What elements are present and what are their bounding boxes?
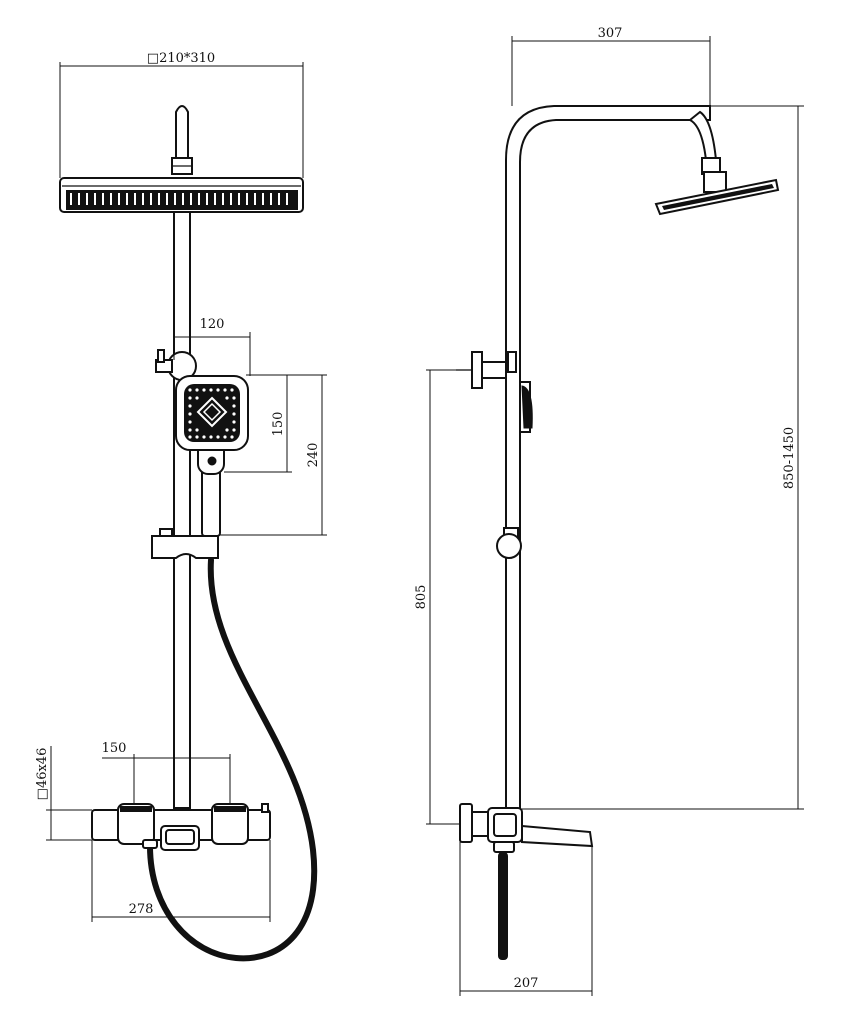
dimension-inlet-to-bracket: 805 — [414, 369, 472, 825]
label-spout-projection: 207 — [514, 976, 539, 991]
slide-bracket — [151, 528, 219, 559]
label-valve-section: □46x46 — [35, 748, 50, 801]
side-mixer-body — [459, 803, 594, 960]
dimension-top-head-size: □210*310 — [59, 51, 304, 178]
label-handshower-face-height: 150 — [271, 412, 286, 437]
overhead-shower-head — [59, 105, 304, 213]
label-valve-spacing: 150 — [102, 741, 127, 756]
label-inlet-to-bracket: 805 — [414, 585, 429, 610]
dimension-valve-section: □46x46 — [35, 746, 92, 841]
side-view: 307 850-1450 805 207 — [414, 26, 804, 996]
dimension-handshower-total-height: 240 — [220, 374, 327, 536]
hand-shower — [175, 375, 249, 537]
dimension-height-range: 850-1450 — [520, 105, 804, 810]
dimension-arm-projection: 307 — [511, 26, 711, 106]
thermostatic-mixer — [91, 803, 271, 851]
side-slide-knob — [496, 527, 522, 559]
dimension-handshower-width: 120 — [173, 317, 251, 376]
label-handshower-total-height: 240 — [306, 443, 321, 468]
label-height-range: 850-1450 — [782, 427, 797, 489]
label-valve-length: 278 — [129, 902, 154, 917]
label-handshower-width: 120 — [200, 317, 225, 332]
dimension-spout-projection: 207 — [459, 842, 593, 996]
label-top-head-size: □210*310 — [147, 51, 215, 66]
riser-rail — [173, 211, 191, 809]
label-arm-projection: 307 — [598, 26, 623, 41]
dimension-valve-spacing: 150 — [102, 741, 231, 804]
dimension-valve-length: 278 — [91, 840, 271, 922]
spray-nozzles — [66, 190, 298, 210]
front-view: □210*310 120 150 240 150 — [35, 51, 327, 962]
side-riser-and-arm — [505, 105, 780, 811]
dimension-handshower-face-height: 150 — [224, 374, 292, 473]
shower-hose — [147, 557, 318, 962]
